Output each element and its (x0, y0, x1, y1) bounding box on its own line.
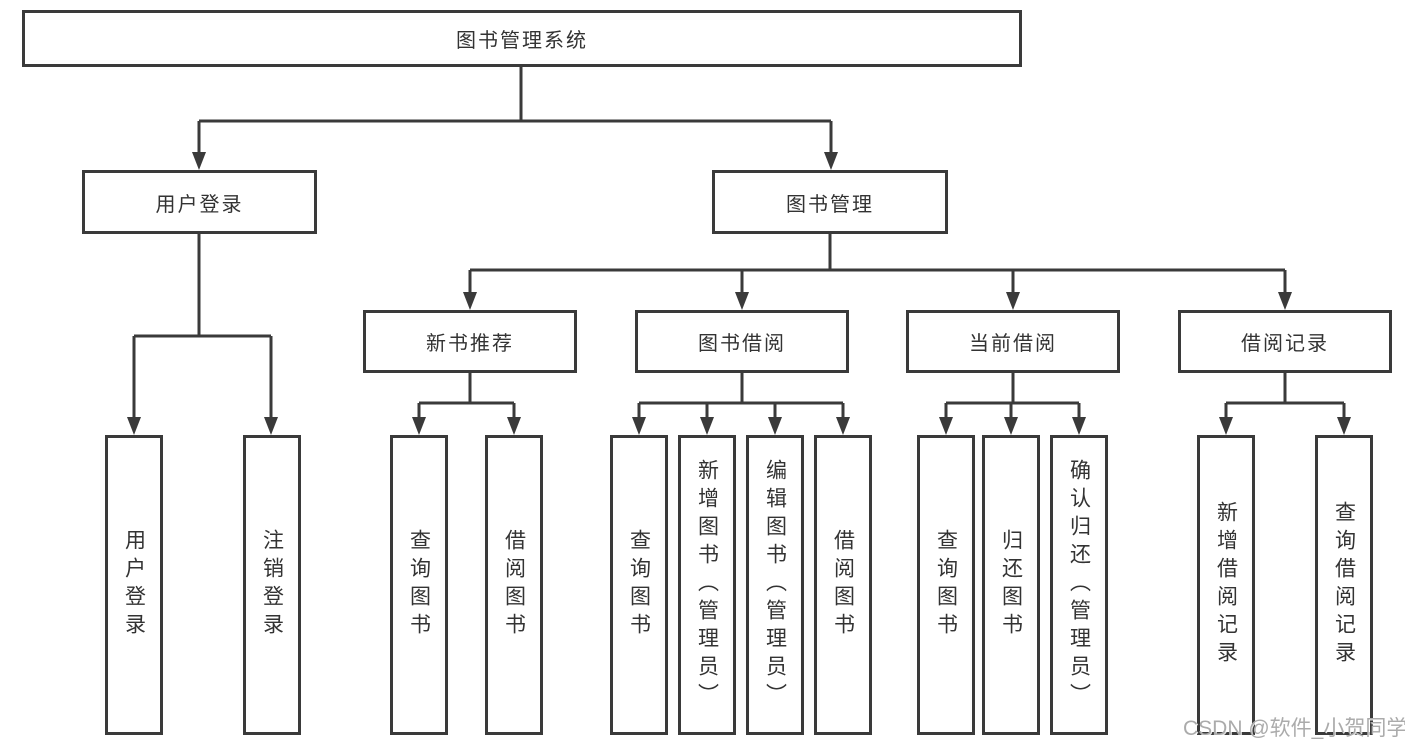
connector-paths (132, 67, 1346, 420)
node-book-borrowing-label: 图书借阅 (698, 333, 786, 355)
leaf-query-books-recommend: 查询图书 (390, 435, 448, 735)
node-user-login-label: 用户登录 (155, 193, 244, 216)
leaf-query-books-current-label: 查询图书 (934, 529, 958, 641)
node-book-management-label: 图书管理 (786, 193, 874, 216)
leaf-query-borrow-record: 查询借阅记录 (1315, 435, 1373, 735)
leaf-add-borrow-record: 新增借阅记录 (1197, 435, 1255, 735)
leaf-confirm-return-admin: 确认归还（管理员） (1050, 435, 1108, 735)
node-book-management: 图书管理 (712, 170, 948, 234)
leaf-logout: 注销登录 (243, 435, 301, 735)
leaf-add-books-admin-label: 新增图书（管理员） (695, 459, 719, 711)
leaf-query-books-current: 查询图书 (917, 435, 975, 735)
node-current-borrowing-label: 当前借阅 (969, 333, 1057, 355)
leaf-query-books-borrowing-label: 查询图书 (627, 529, 651, 641)
leaf-edit-books-admin-label: 编辑图书（管理员） (763, 459, 787, 711)
node-borrowing-records-label: 借阅记录 (1241, 333, 1329, 355)
leaf-edit-books-admin: 编辑图书（管理员） (746, 435, 804, 735)
leaf-user-login: 用户登录 (105, 435, 163, 735)
leaf-return-books: 归还图书 (982, 435, 1040, 735)
csdn-watermark: CSDN @软件_小贺同学 (1183, 717, 1405, 740)
leaf-query-borrow-record-label: 查询借阅记录 (1332, 501, 1356, 669)
node-library-system-label: 图书管理系统 (456, 30, 588, 52)
node-current-borrowing: 当前借阅 (906, 310, 1120, 373)
node-user-login: 用户登录 (82, 170, 317, 234)
leaf-confirm-return-admin-label: 确认归还（管理员） (1067, 459, 1091, 711)
leaf-add-borrow-record-label: 新增借阅记录 (1214, 501, 1238, 669)
leaf-borrow-books-label: 借阅图书 (831, 529, 855, 641)
leaf-query-books-borrowing: 查询图书 (610, 435, 668, 735)
leaf-add-books-admin: 新增图书（管理员） (678, 435, 736, 735)
node-library-system: 图书管理系统 (22, 10, 1022, 67)
leaf-borrow-books-recommend: 借阅图书 (485, 435, 543, 735)
leaf-return-books-label: 归还图书 (999, 529, 1023, 641)
node-borrowing-records: 借阅记录 (1178, 310, 1392, 373)
node-new-book-recommendation: 新书推荐 (363, 310, 577, 373)
leaf-query-books-recommend-label: 查询图书 (407, 529, 431, 641)
node-book-borrowing: 图书借阅 (635, 310, 849, 373)
leaf-borrow-books-recommend-label: 借阅图书 (502, 529, 526, 641)
leaf-borrow-books: 借阅图书 (814, 435, 872, 735)
leaf-user-login-label: 用户登录 (122, 529, 146, 641)
node-new-book-recommendation-label: 新书推荐 (426, 333, 514, 355)
arrowheads (127, 152, 1351, 435)
leaf-logout-label: 注销登录 (260, 529, 284, 641)
